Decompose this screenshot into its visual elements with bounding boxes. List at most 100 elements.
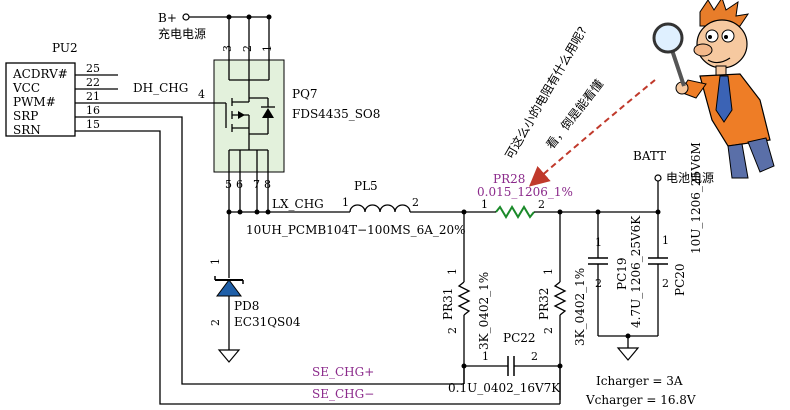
pl5-coil <box>349 204 411 213</box>
batt-cn-label: 电池电源 <box>666 171 714 185</box>
b-plus-label: B+ <box>158 11 177 25</box>
junction-dot <box>625 333 631 339</box>
shirt-shape <box>699 73 771 147</box>
junction-dot <box>246 14 252 20</box>
magnifier-icon <box>652 22 684 54</box>
pc19-part: 4.7U_1206_25V6K <box>629 215 643 328</box>
pq7-ref: PQ7 <box>292 87 318 101</box>
eye-icon <box>705 29 719 43</box>
pr31-pin2: 2 <box>446 327 459 334</box>
ic-pin-num-25: 25 <box>86 62 100 75</box>
pl5-pin2: 2 <box>412 196 419 209</box>
pr32-pin1: 1 <box>542 268 555 275</box>
pq7-body-diode <box>262 108 274 118</box>
junction-dot <box>266 14 272 20</box>
pc22-part: 0.1U_0402_16V7K <box>448 381 561 395</box>
note-vcharger: Vcharger = 16.8V <box>585 393 696 407</box>
pupil-shape <box>708 35 712 39</box>
srp-wire <box>75 116 464 385</box>
pd8-pin2: 2 <box>209 319 222 326</box>
ic-pin-num-15: 15 <box>86 118 100 131</box>
b-plus-terminal-circle <box>182 13 190 21</box>
mosfet-pq7: 3 2 1 PQ7 FDS4435_SO8 5 6 7 <box>208 45 380 212</box>
batt-terminal: BATT 电池电源 <box>633 149 714 212</box>
ic-pin-name-vcc: VCC <box>12 81 40 95</box>
pq7-gate-pin-num: 4 <box>198 88 205 101</box>
pc19-pin1: 1 <box>595 236 602 249</box>
tie-shape <box>715 75 733 123</box>
diode-pd8: 1 2 PD8 EC31QS04 <box>209 212 301 363</box>
pr32-part: 3K_0402_1% <box>573 268 587 346</box>
pc20-part: 10U_1206_25V6M <box>689 142 703 254</box>
net-dh-chg-label: DH_CHG <box>133 81 188 95</box>
batt-label: BATT <box>633 149 666 163</box>
pl5-part: 10UH_PCMB104T−100MS_6A_20% <box>246 223 466 237</box>
magnifier-handle <box>670 49 686 87</box>
pc19-pin2: 2 <box>595 277 602 290</box>
ground-icon <box>217 349 241 363</box>
capacitor-pc22: PC22 1 2 0.1U_0402_16V7K <box>448 331 561 395</box>
pc22-pin1: 1 <box>482 350 489 363</box>
pr28-part: 0.015_1206_1% <box>477 185 573 199</box>
pd8-body <box>216 279 242 297</box>
pc19-ref: PC19 <box>615 257 629 290</box>
eye-icon <box>721 29 735 43</box>
pr31-zigzag <box>457 281 471 316</box>
pr28-zigzag <box>495 205 535 219</box>
junction-dot <box>265 209 271 215</box>
resistor-pr32: 1 2 PR32 3K_0402_1% <box>537 212 587 400</box>
pq7-pin-2: 2 <box>241 45 254 52</box>
pr28-ref: PR28 <box>493 172 525 186</box>
pr28-pin1: 1 <box>481 198 488 211</box>
pc20-pin1: 1 <box>662 234 669 247</box>
pr32-pin2: 2 <box>542 327 555 334</box>
b-plus-terminal: B+ 充电电源 <box>158 11 272 60</box>
pd8-pin1: 1 <box>209 258 222 265</box>
ic-pu2: PU2 ACDRV# VCC PWM# SRP SRN 25 22 21 16 … <box>5 41 208 137</box>
net-se-chg-minus-label: SE_CHG− <box>312 387 374 401</box>
net-lx-chg-label: LX_CHG <box>272 197 324 211</box>
junction-dot <box>254 209 260 215</box>
ic-ref-label: PU2 <box>52 41 78 55</box>
ic-pin-num-21: 21 <box>86 90 100 103</box>
capacitor-pc20: 1 2 PC20 10U_1206_25V6M <box>648 142 703 336</box>
pr32-ref: PR32 <box>537 288 551 320</box>
pd8-part: EC31QS04 <box>234 315 301 329</box>
pl5-ref: PL5 <box>354 179 378 193</box>
pq7-pin-3: 3 <box>221 45 234 52</box>
pc22-pin2: 2 <box>531 350 538 363</box>
nose-shape <box>693 43 713 57</box>
pl5-pin1: 1 <box>342 196 349 209</box>
leg-shape <box>727 143 749 179</box>
mouth-shape <box>707 57 731 64</box>
b-plus-cn-label: 充电电源 <box>158 26 206 41</box>
pq7-pin-1: 1 <box>261 45 274 52</box>
ground-icon <box>616 347 640 361</box>
inductor-pl5: PL5 1 2 10UH_PCMB104T−100MS_6A_20% <box>246 179 466 237</box>
ic-pin-name-srn: SRN <box>13 123 41 137</box>
pupil-shape <box>724 35 728 39</box>
net-se-chg-plus-label: SE_CHG+ <box>312 365 374 379</box>
pr31-ref: PR31 <box>441 288 455 320</box>
ic-pin-name-srp: SRP <box>13 109 38 123</box>
leg-shape <box>747 137 775 173</box>
pq7-part: FDS4435_SO8 <box>292 107 380 121</box>
ic-pin-num-22: 22 <box>86 76 100 89</box>
pr32-zigzag <box>553 281 567 316</box>
srn-wire <box>75 130 560 405</box>
pr28-pin2: 2 <box>538 198 545 211</box>
resistor-pr28: PR28 0.015_1206_1% 1 2 <box>477 172 658 219</box>
capacitor-pc19: 1 2 PC19 4.7U_1206_25V6K <box>588 212 643 336</box>
pointer-arrow <box>528 79 656 187</box>
pd8-ref: PD8 <box>234 299 259 313</box>
note-icharger: Icharger = 3A <box>596 374 683 388</box>
junction-dot <box>237 209 243 215</box>
ic-pin-name-pwm: PWM# <box>13 95 56 109</box>
ic-pin-num-16: 16 <box>86 104 100 117</box>
pc20-ref: PC20 <box>673 263 687 296</box>
pr31-part: 3K_0402_1% <box>477 272 491 350</box>
pr31-pin1: 1 <box>446 268 459 275</box>
pq7-arrow <box>238 111 245 119</box>
